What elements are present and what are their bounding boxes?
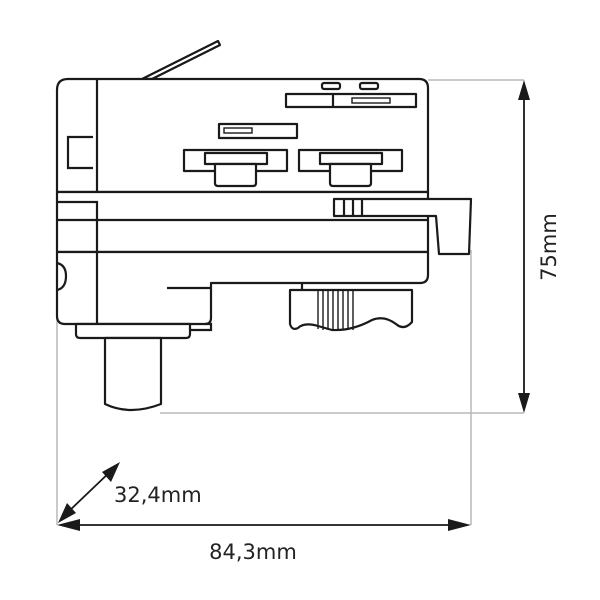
width-dimension-label: 84,3mm [209, 540, 297, 564]
height-dimension: 75mm [518, 80, 561, 413]
width-dimension: 84,3mm [57, 519, 471, 564]
depth-dimension-label: 32,4mm [114, 483, 202, 507]
bottom-spigot [74, 322, 192, 412]
height-dimension-label: 75mm [537, 213, 561, 281]
locking-knob [288, 283, 414, 332]
top-contact-wire [140, 39, 222, 81]
depth-dimension: 32,4mm [58, 462, 202, 523]
adapter-body [55, 77, 473, 332]
